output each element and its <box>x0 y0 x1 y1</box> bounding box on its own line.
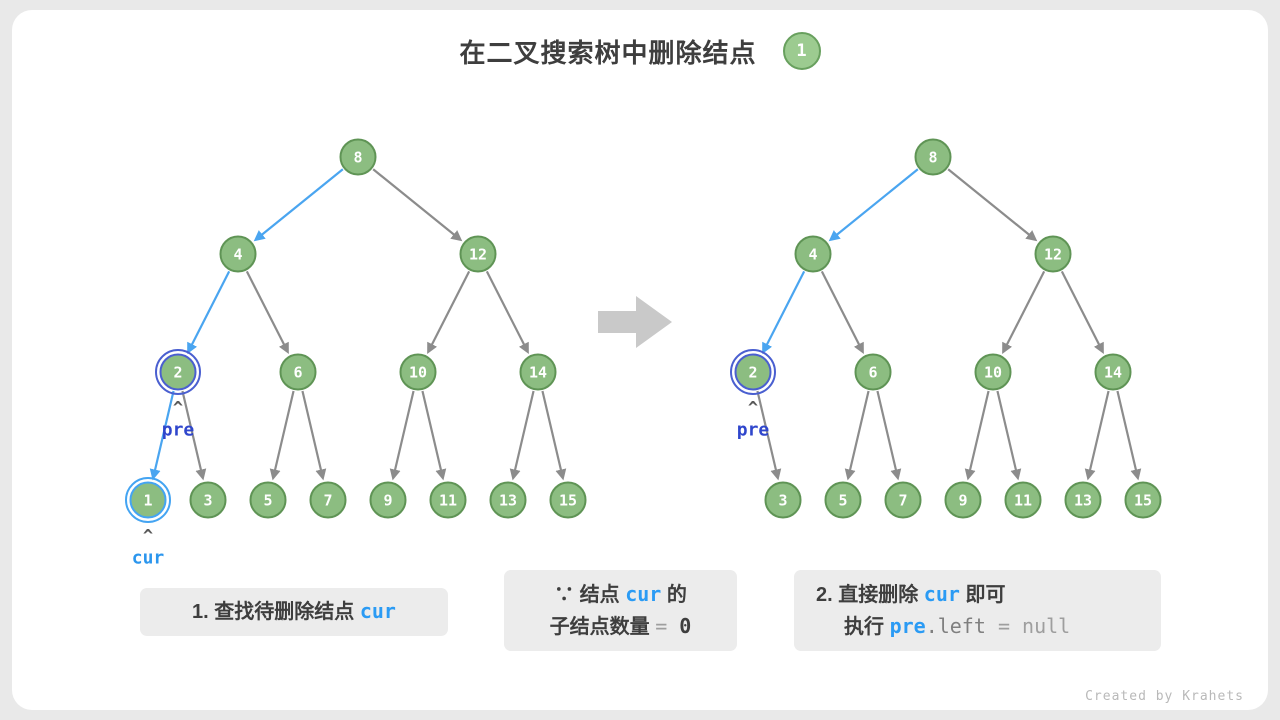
caption-segment: 子结点数量 <box>549 615 656 638</box>
caption-step1: 1. 查找待删除结点 cur <box>140 588 448 636</box>
caption-condition: ∵ 结点 cur 的子结点数量 = 0 <box>504 570 737 651</box>
caption-segment: cur <box>359 599 396 623</box>
title-row: 在二叉搜索树中删除结点 1 <box>0 32 1280 70</box>
delete-target-badge: 1 <box>782 32 821 70</box>
caption-segment: pre <box>889 613 926 638</box>
credit-text: Created by Krahets <box>1085 689 1244 704</box>
caption-line: 2. 直接删除 cur 即可 <box>816 579 1005 611</box>
caption-segment: 即可 <box>959 583 1006 606</box>
caption-step2: 2. 直接删除 cur 即可执行 pre.left = null <box>794 570 1161 651</box>
badge-value: 1 <box>796 41 807 61</box>
caption-segment: .left <box>925 613 986 638</box>
caption-segment: = <box>985 613 1023 638</box>
caption-segment: 0 <box>679 613 692 638</box>
caption-segment: 的 <box>661 583 687 606</box>
caption-segment: 2. 直接删除 <box>816 583 924 606</box>
figure-title: 在二叉搜索树中删除结点 <box>459 37 757 68</box>
caption-segment: 执行 <box>844 615 890 638</box>
caption-line: 1. 查找待删除结点 cur <box>192 596 396 628</box>
caption-segment: cur <box>923 581 960 606</box>
caption-line: 执行 pre.left = null <box>816 611 1070 643</box>
caption-segment: null <box>1022 613 1071 638</box>
caption-line: ∵ 结点 cur 的 <box>554 579 687 611</box>
caption-segment: ∵ 结点 <box>554 583 626 606</box>
caption-segment: cur <box>625 581 662 606</box>
caption-segment: 1. 查找待删除结点 <box>192 601 360 623</box>
caption-segment: = <box>655 613 680 638</box>
caption-line: 子结点数量 = 0 <box>550 611 692 643</box>
